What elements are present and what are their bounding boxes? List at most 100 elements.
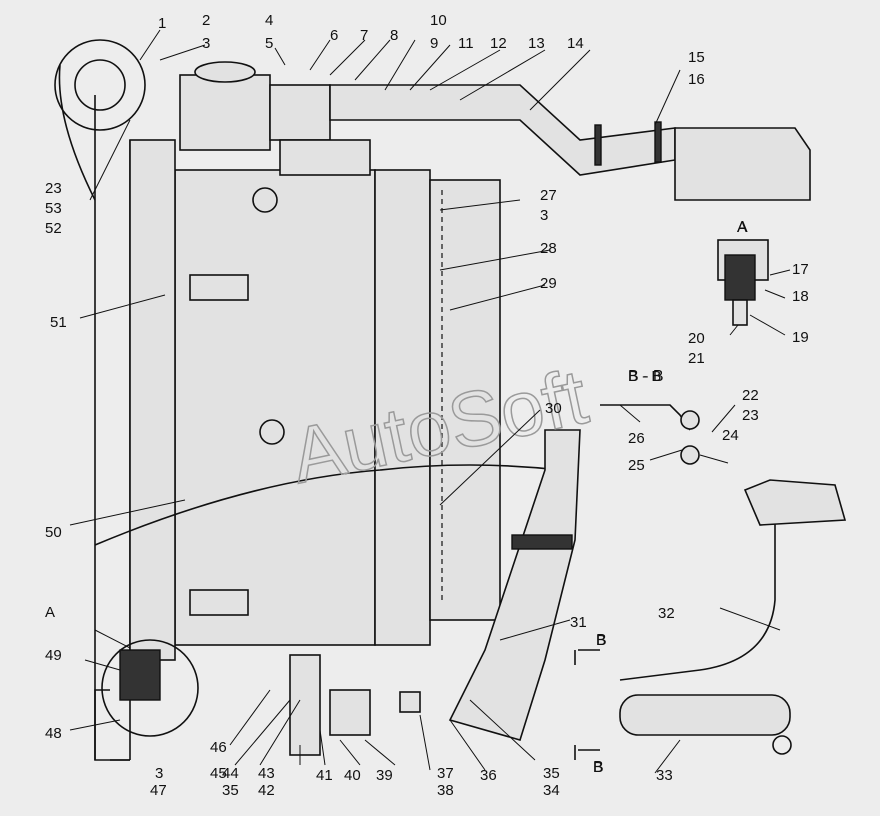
callout-51-29: 51 (50, 314, 67, 331)
callout-31-38: 31 (570, 614, 587, 631)
top-ring-inner (74, 59, 126, 111)
pipe-32-flange (743, 479, 847, 526)
top-ring (54, 39, 146, 131)
callout-34-59: 34 (543, 782, 560, 799)
callout-b-40: B (596, 632, 606, 649)
callout-b-41: B (593, 759, 603, 776)
section-bb-title: B - B (628, 368, 664, 385)
callout-39-54: 39 (376, 767, 393, 784)
lower-hose (448, 429, 581, 741)
callout-16-15: 16 (688, 71, 705, 88)
core-port-top (252, 187, 278, 213)
section-bb-plate (600, 404, 691, 431)
callout-32-39: 32 (658, 605, 675, 622)
section-bb-pipe-upper (680, 410, 700, 430)
drain-plug (399, 691, 421, 713)
callout-40-53: 40 (344, 767, 361, 784)
section-bb-pipe-lower (680, 445, 700, 465)
radiator-core (174, 169, 376, 646)
callout-42-51: 42 (258, 782, 275, 799)
frame-bracket (94, 689, 130, 761)
lower-hose-clamp (511, 534, 573, 550)
callout-26-33: 26 (628, 430, 645, 447)
drain-fitting (289, 654, 321, 756)
callout-15-14: 15 (688, 49, 705, 66)
callout-18-25: 18 (792, 288, 809, 305)
detail-a-title: A (737, 219, 748, 236)
callout-11-10: 11 (458, 35, 474, 52)
callout-3-60: 3 (155, 765, 163, 782)
callout-37-55: 37 (437, 765, 454, 782)
callout-48-44: 48 (45, 725, 62, 742)
top-connector-box (279, 139, 371, 176)
callout-23-16: 23 (45, 180, 62, 197)
callout-44-48: 44 (222, 765, 239, 782)
callout-14-13: 14 (567, 35, 584, 52)
callout-3-2: 3 (202, 35, 210, 52)
callout-19-26: 19 (792, 329, 809, 346)
callout-53-17: 53 (45, 200, 62, 217)
callout-3-20: 3 (540, 207, 548, 224)
callout-30-36: 30 (545, 400, 562, 417)
callout-12-11: 12 (490, 35, 507, 52)
mount-detail-circle (101, 639, 199, 737)
callout-25-34: 25 (628, 457, 645, 474)
callout-17-24: 17 (792, 261, 809, 278)
callout-27-19: 27 (540, 187, 557, 204)
callout-23-32: 23 (742, 407, 759, 424)
radiator-side-panel (129, 139, 176, 661)
section-arrow-top-label: B (596, 632, 607, 649)
hose-clamp-15 (594, 124, 602, 166)
callout-9-9: 9 (430, 35, 438, 52)
callout-36-57: 36 (480, 767, 497, 784)
callout-1-0: 1 (158, 15, 166, 32)
pipe-33-end (772, 735, 792, 755)
callout-47-61: 47 (150, 782, 167, 799)
radiator-tank (374, 169, 431, 646)
callout-6-5: 6 (330, 27, 338, 44)
callout-41-52: 41 (316, 767, 333, 784)
callout-a-42: A (45, 604, 55, 621)
detail-a-bushing (724, 254, 756, 301)
detail-a-bolt (732, 299, 748, 326)
callout-38-56: 38 (437, 782, 454, 799)
callout-5-4: 5 (265, 35, 273, 52)
callout-b-b-30: B - B (628, 368, 661, 385)
callout-21-28: 21 (688, 350, 705, 367)
callout-10-8: 10 (430, 12, 447, 29)
callout-4-3: 4 (265, 12, 273, 29)
filler-neck (269, 84, 331, 141)
drain-elbow (329, 689, 371, 736)
pipe-32 (619, 510, 776, 681)
callout-a-23: A (737, 219, 747, 236)
callout-28-21: 28 (540, 240, 557, 257)
callout-24-35: 24 (722, 427, 739, 444)
leader-lines (69, 29, 791, 774)
core-bolt-plate-bottom (189, 589, 249, 616)
callout-50-37: 50 (45, 524, 62, 541)
upper-pipe (329, 84, 676, 176)
callout-33-45: 33 (656, 767, 673, 784)
upper-hose-end (674, 127, 811, 201)
section-arrow-bottom (574, 745, 600, 760)
callout-13-12: 13 (528, 35, 545, 52)
core-port-middle (259, 419, 285, 445)
callout-49-43: 49 (45, 647, 62, 664)
callout-22-31: 22 (742, 387, 759, 404)
callout-45-47: 45 (210, 765, 227, 782)
callout-35-49: 35 (222, 782, 239, 799)
pipe-33 (619, 694, 791, 736)
section-arrow-top (574, 649, 600, 665)
callout-20-27: 20 (688, 330, 705, 347)
callout-35-58: 35 (543, 765, 560, 782)
callout-2-1: 2 (202, 12, 210, 29)
callout-46-46: 46 (210, 739, 227, 756)
callout-7-6: 7 (360, 27, 368, 44)
core-break-line (94, 464, 561, 546)
callout-8-7: 8 (390, 27, 398, 44)
section-arrow-bottom-label: B (593, 759, 604, 776)
mount-bushing (119, 649, 161, 701)
callout-29-22: 29 (540, 275, 557, 292)
